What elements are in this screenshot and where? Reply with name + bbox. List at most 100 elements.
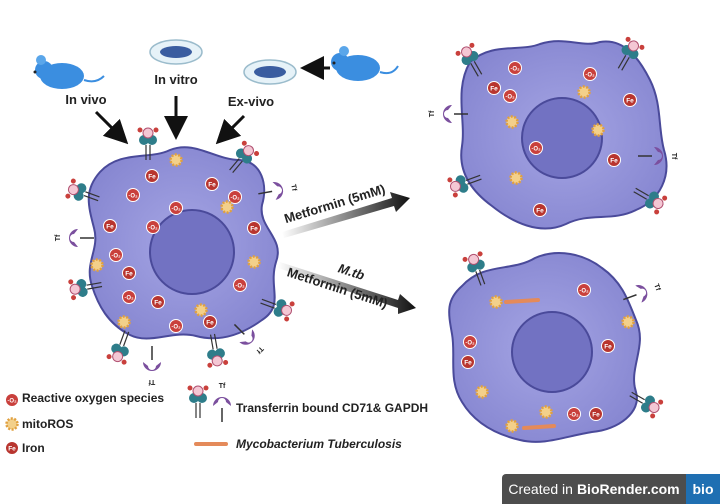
- mitoros-icon: [475, 385, 489, 399]
- macrophage-cell-metformin: [460, 40, 668, 230]
- svg-text:Fe: Fe: [125, 271, 133, 278]
- mitoros-icon: [505, 419, 519, 433]
- mitoros-icon: [247, 255, 261, 269]
- svg-text:·O₂: ·O₂: [510, 67, 520, 73]
- iron-icon: Fe: [607, 153, 621, 167]
- svg-text:·O₂: ·O₂: [579, 289, 589, 295]
- svg-text:·O₂: ·O₂: [569, 413, 579, 419]
- cd71-gapdh-complex-icon: [229, 140, 260, 173]
- svg-text:·O₂: ·O₂: [230, 196, 240, 202]
- nucleus-metformin: [521, 97, 603, 179]
- cd71-gapdh-complex-icon: [447, 174, 482, 198]
- cd71-gapdh-complex-icon: [633, 187, 668, 215]
- cd71-gapdh-complex-icon: [106, 330, 130, 365]
- ros-icon: ·O₂: [463, 335, 477, 349]
- svg-text:Fe: Fe: [8, 446, 16, 453]
- svg-text:·O₂: ·O₂: [7, 399, 17, 405]
- badge-created-in: Created in: [508, 481, 573, 497]
- svg-text:Tf: Tf: [289, 184, 297, 192]
- ros-icon: ·O₂: [577, 283, 591, 297]
- transferrin-receptor-icon: Tf: [233, 323, 264, 355]
- ros-icon: ·O₂: [503, 89, 517, 103]
- ros-icon: ·O₂: [583, 67, 597, 81]
- ros-icon: ·O₂: [169, 201, 183, 215]
- svg-text:Fe: Fe: [604, 344, 612, 351]
- svg-text:Tf: Tf: [429, 110, 436, 117]
- svg-text:Fe: Fe: [592, 412, 600, 419]
- svg-text:·O₂: ·O₂: [505, 95, 515, 101]
- svg-text:·O₂: ·O₂: [531, 147, 541, 153]
- ros-icon: ·O₂: [228, 190, 242, 204]
- svg-text:Fe: Fe: [536, 208, 544, 215]
- cd71-gapdh-complex-icon: [629, 391, 664, 419]
- petri-dish-icon-in-vitro: [149, 39, 203, 65]
- mitoros-icon: [621, 315, 635, 329]
- ros-icon: ·O₂: [146, 220, 160, 234]
- badge-text: Created in BioRender.com: [502, 474, 686, 504]
- mitoros-icon: [194, 303, 208, 317]
- svg-text:·O₂: ·O₂: [235, 284, 245, 290]
- svg-text:·O₂: ·O₂: [465, 341, 475, 347]
- iron-icon: Fe: [533, 203, 547, 217]
- transferrin-receptor-icon: Tf: [258, 182, 297, 200]
- svg-text:Tf: Tf: [254, 345, 264, 355]
- cd71-gapdh-complex-icon: [207, 333, 229, 368]
- svg-text:Fe: Fe: [250, 226, 258, 233]
- ros-icon: ·O₂: [109, 248, 123, 262]
- svg-text:·O₂: ·O₂: [128, 194, 138, 200]
- svg-text:Fe: Fe: [626, 98, 634, 105]
- transferrin-receptor-icon: Tf: [638, 147, 677, 165]
- iron-icon: Fe: [487, 81, 501, 95]
- badge-brand: BioRender.com: [576, 481, 680, 497]
- legend-label-mtb: Mycobacterium Tuberculosis: [236, 437, 402, 451]
- mouse-icon-in-vivo: [33, 55, 105, 89]
- iron-icon: Fe: [247, 221, 261, 235]
- cd71-gapdh-complex-icon: [462, 251, 486, 286]
- mitoros-icon: [577, 85, 591, 99]
- mitoros-icon: [117, 315, 131, 329]
- legend-iron-icon: Fe: [5, 441, 19, 455]
- ros-icon: ·O₂: [122, 290, 136, 304]
- svg-text:·O₂: ·O₂: [124, 296, 134, 302]
- label-in-vitro: In vitro: [154, 72, 197, 87]
- mycobacterium-rod: [504, 298, 540, 304]
- svg-text:Fe: Fe: [464, 360, 472, 367]
- svg-text:Tf: Tf: [219, 383, 226, 390]
- mitoros-icon: [505, 115, 519, 129]
- mouse-icon-ex-vivo: [331, 46, 399, 81]
- macrophage-cell-center: [87, 146, 279, 340]
- svg-text:·O₂: ·O₂: [585, 73, 595, 79]
- svg-text:Tf: Tf: [652, 283, 661, 292]
- legend-label-mitoros: mitoROS: [22, 417, 73, 431]
- svg-text:Fe: Fe: [208, 182, 216, 189]
- iron-icon: Fe: [623, 93, 637, 107]
- iron-icon: Fe: [151, 295, 165, 309]
- biorender-logo-icon: bio: [686, 474, 720, 504]
- legend-transferrin-icon: Tf: [213, 383, 231, 422]
- iron-icon: Fe: [103, 219, 117, 233]
- biorender-badge[interactable]: Created in BioRender.com bio: [502, 474, 720, 504]
- label-in-vivo: In vivo: [65, 92, 106, 107]
- ros-icon: ·O₂: [529, 141, 543, 155]
- cd71-gapdh-complex-icon: [617, 36, 645, 71]
- mitoros-icon: [489, 295, 503, 309]
- transferrin-receptor-icon: Tf: [623, 283, 661, 303]
- legend-ros-icon: ·O₂: [5, 393, 19, 407]
- svg-text:Fe: Fe: [106, 224, 114, 231]
- ros-icon: ·O₂: [233, 278, 247, 292]
- transferrin-receptor-icon: Tf: [143, 346, 161, 385]
- svg-text:Tf: Tf: [670, 153, 677, 160]
- cd71-gapdh-complex-icon: [260, 298, 295, 322]
- iron-icon: Fe: [122, 266, 136, 280]
- label-ex-vivo: Ex-vivo: [228, 94, 274, 109]
- cd71-gapdh-complex-icon: [137, 127, 159, 160]
- cd71-gapdh-complex-icon: [65, 178, 100, 202]
- mycobacterium-rod: [522, 424, 556, 430]
- legend: Reactive oxygen species mitoROS Iron Tra…: [22, 391, 428, 455]
- arrow-in-vivo: [94, 110, 129, 145]
- svg-text:·O₂: ·O₂: [171, 325, 181, 331]
- svg-text:Tf: Tf: [148, 378, 155, 385]
- ros-icon: ·O₂: [126, 188, 140, 202]
- cd71-gapdh-complex-icon: [455, 42, 483, 77]
- ros-icon: ·O₂: [169, 319, 183, 333]
